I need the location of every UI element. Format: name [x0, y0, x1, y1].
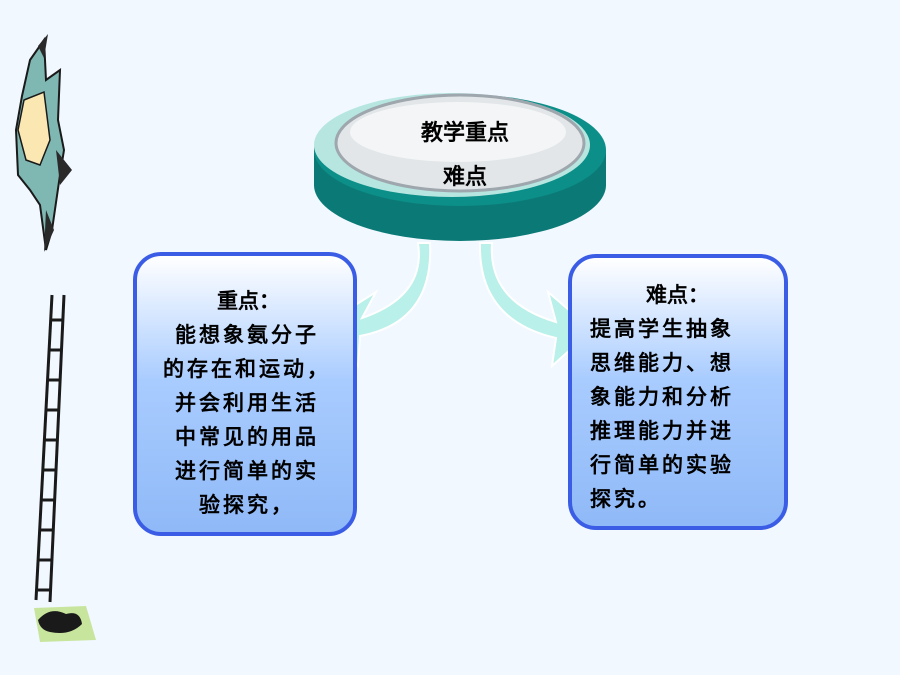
difficult-points-heading: 难点：	[646, 283, 709, 307]
title-line-1: 教学重点	[420, 121, 509, 146]
right-curved-arrow	[478, 242, 594, 369]
slide-title: 教学重点 难点	[380, 112, 550, 200]
ladder-clipart-icon	[34, 294, 96, 642]
key-points-text: 能想象氨分子 的存在和运动， 并会利用生活 中常见的用品 进行简单的实 验探究，	[163, 323, 331, 517]
difficult-points-text: 提高学生抽象 思维能力、想 象能力和分析 推理能力并进 行简单的实验 探究。	[590, 317, 734, 511]
key-points-heading: 重点：	[217, 289, 280, 313]
title-line-2: 难点	[442, 165, 487, 190]
bird-clipart-icon	[14, 34, 72, 252]
key-points-box: 重点： 能想象氨分子 的存在和运动， 并会利用生活 中常见的用品 进行简单的实 …	[133, 252, 357, 536]
title-ellipse-shape	[314, 93, 606, 241]
difficult-points-box: 难点： 提高学生抽象 思维能力、想 象能力和分析 推理能力并进 行简单的实验 探…	[568, 254, 788, 530]
